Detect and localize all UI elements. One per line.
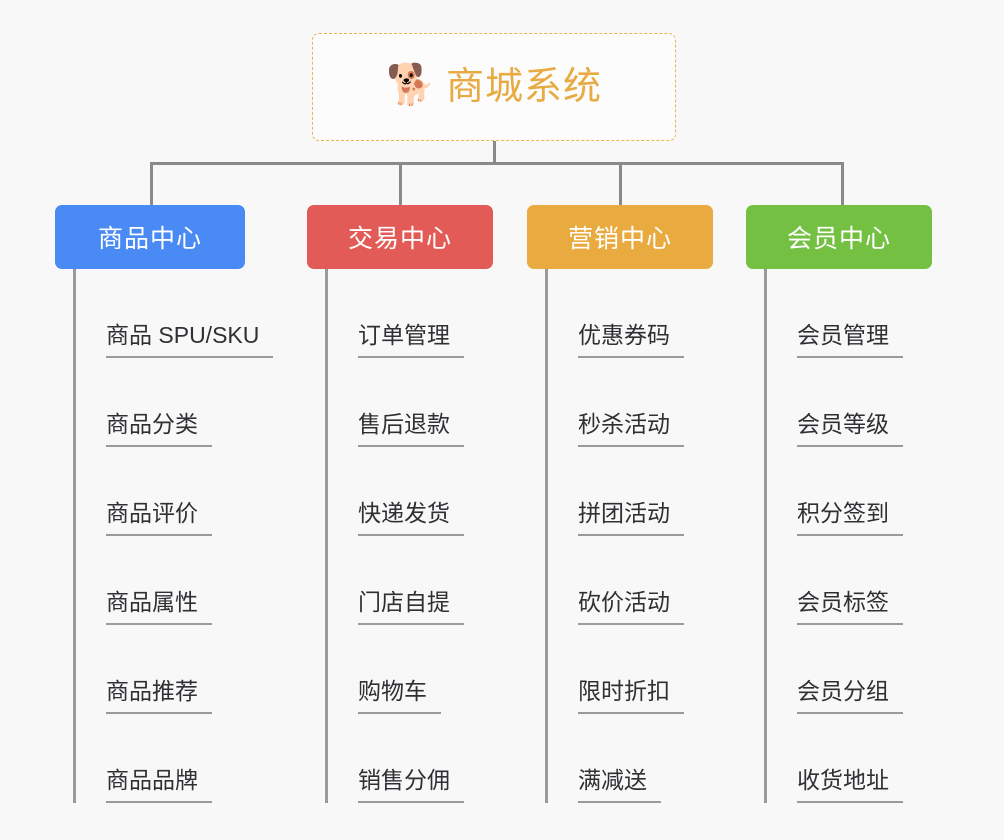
- list-item[interactable]: 会员管理: [767, 269, 932, 358]
- child-label: 会员标签: [797, 589, 903, 625]
- list-item[interactable]: 商品品牌: [76, 714, 273, 803]
- child-label: 售后退款: [358, 411, 464, 447]
- child-label: 秒杀活动: [578, 411, 684, 447]
- branch-children-trade-center: 订单管理 售后退款 快递发货 门店自提 购物车 销售分佣: [325, 269, 493, 803]
- list-item[interactable]: 商品属性: [76, 536, 273, 625]
- branch-header-marketing-center[interactable]: 营销中心: [527, 205, 713, 269]
- trunk-stem-line: [493, 141, 496, 165]
- branch-member-center: 会员中心 会员管理 会员等级 积分签到 会员标签 会员分组 收货地址: [746, 205, 932, 803]
- child-label: 门店自提: [358, 589, 464, 625]
- branch-children-product-center: 商品 SPU/SKU 商品分类 商品评价 商品属性 商品推荐 商品品牌: [73, 269, 274, 803]
- child-label: 商品分类: [106, 411, 212, 447]
- trunk-drop-line-3: [619, 162, 622, 205]
- list-item[interactable]: 限时折扣: [548, 625, 713, 714]
- child-label: 砍价活动: [578, 589, 684, 625]
- root-node-title: 商城系统: [445, 66, 602, 108]
- child-label: 快递发货: [358, 500, 464, 536]
- list-item[interactable]: 优惠券码: [548, 269, 713, 358]
- child-label: 商品推荐: [106, 678, 212, 714]
- trunk-horizontal-line: [150, 162, 844, 165]
- child-label: 商品属性: [106, 589, 212, 625]
- trunk-drop-line-2: [399, 162, 402, 205]
- list-item[interactable]: 订单管理: [328, 269, 493, 358]
- child-label: 购物车: [358, 678, 441, 714]
- list-item[interactable]: 快递发货: [328, 447, 493, 536]
- list-item[interactable]: 商品推荐: [76, 625, 273, 714]
- branch-marketing-center: 营销中心 优惠券码 秒杀活动 拼团活动 砍价活动 限时折扣 满减送: [527, 205, 713, 803]
- branch-children-member-center: 会员管理 会员等级 积分签到 会员标签 会员分组 收货地址: [764, 269, 932, 803]
- branch-header-member-center[interactable]: 会员中心: [746, 205, 932, 269]
- list-item[interactable]: 满减送: [548, 714, 713, 803]
- list-item[interactable]: 收货地址: [767, 714, 932, 803]
- child-label: 商品 SPU/SKU: [106, 322, 274, 358]
- child-label: 销售分佣: [358, 767, 464, 803]
- list-item[interactable]: 积分签到: [767, 447, 932, 536]
- child-label: 满减送: [578, 767, 661, 803]
- list-item[interactable]: 售后退款: [328, 358, 493, 447]
- child-label: 会员等级: [797, 411, 903, 447]
- list-item[interactable]: 会员分组: [767, 625, 932, 714]
- list-item[interactable]: 商品分类: [76, 358, 273, 447]
- shiba-dog-face-icon: 🐕: [385, 63, 436, 107]
- list-item[interactable]: 砍价活动: [548, 536, 713, 625]
- list-item[interactable]: 门店自提: [328, 536, 493, 625]
- list-item[interactable]: 购物车: [328, 625, 493, 714]
- branch-children-marketing-center: 优惠券码 秒杀活动 拼团活动 砍价活动 限时折扣 满减送: [545, 269, 713, 803]
- list-item[interactable]: 会员等级: [767, 358, 932, 447]
- child-label: 收货地址: [797, 767, 903, 803]
- list-item[interactable]: 拼团活动: [548, 447, 713, 536]
- child-label: 限时折扣: [578, 678, 684, 714]
- child-label: 会员分组: [797, 678, 903, 714]
- child-label: 积分签到: [797, 500, 903, 536]
- child-label: 商品品牌: [106, 767, 212, 803]
- trunk-drop-line-4: [841, 162, 844, 205]
- child-label: 会员管理: [797, 322, 903, 358]
- list-item[interactable]: 秒杀活动: [548, 358, 713, 447]
- child-label: 拼团活动: [578, 500, 684, 536]
- list-item[interactable]: 商品 SPU/SKU: [76, 269, 274, 358]
- list-item[interactable]: 商品评价: [76, 447, 273, 536]
- branch-product-center: 商品中心 商品 SPU/SKU 商品分类 商品评价 商品属性 商品推荐 商品品牌: [55, 205, 274, 803]
- child-label: 订单管理: [358, 322, 464, 358]
- branch-header-product-center[interactable]: 商品中心: [55, 205, 245, 269]
- list-item[interactable]: 销售分佣: [328, 714, 493, 803]
- list-item[interactable]: 会员标签: [767, 536, 932, 625]
- child-label: 商品评价: [106, 500, 212, 536]
- branch-header-trade-center[interactable]: 交易中心: [307, 205, 493, 269]
- branch-trade-center: 交易中心 订单管理 售后退款 快递发货 门店自提 购物车 销售分佣: [307, 205, 493, 803]
- trunk-drop-line-1: [150, 162, 153, 205]
- root-node[interactable]: 🐕 商城系统: [312, 33, 676, 141]
- child-label: 优惠券码: [578, 322, 684, 358]
